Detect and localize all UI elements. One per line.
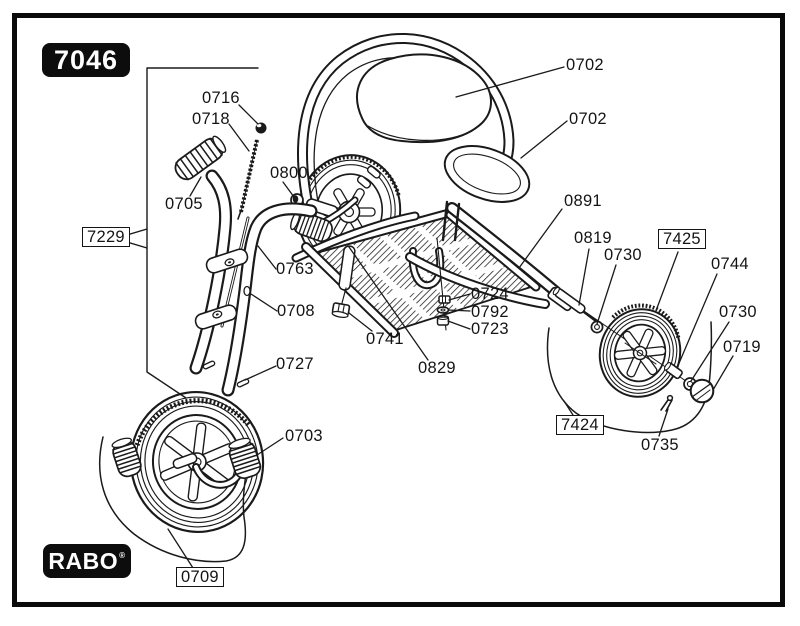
cotter-pin-0735 [660,394,674,412]
part-label-0730-inner: 0730 [604,246,642,264]
group-outline-7424 [546,321,713,434]
axle-rod-0819 [552,286,598,323]
pins-0727 [202,360,250,388]
handlebar-grip-0705 [174,135,227,181]
part-label-0716: 0716 [202,89,240,107]
part-label-0705: 0705 [165,195,203,213]
part-label-0703: 0703 [285,427,323,445]
threaded-rod-0718 [237,139,259,220]
brand-name: RABO [48,547,119,574]
part-label-0800: 0800 [270,164,308,182]
group-label-7425: 7425 [658,229,706,249]
frame-assembly-drawing [290,32,575,338]
part-label-0727: 0727 [276,355,314,373]
brand-logo-badge: RABO® [43,544,131,578]
stud-part-0708 [243,285,251,297]
part-label-0741: 0741 [366,330,404,348]
spacer-0744 [663,361,683,380]
seat [356,53,531,242]
crank-stubs [356,165,381,189]
underframe-fasteners [331,237,451,331]
part-label-0730-outer: 0730 [719,303,757,321]
part-label-0792: 0792 [471,303,509,321]
leader-lines [167,66,734,569]
stem-clamp-upper [205,248,249,274]
pedal-right-0703 [228,437,262,480]
rear-axle-parts-drawing [552,286,715,412]
model-number: 7046 [53,44,119,75]
part-label-0723: 0723 [471,320,509,338]
part-label-0735: 0735 [641,436,679,454]
part-label-0718: 0718 [192,110,230,128]
part-label-0724: 0724 [471,285,509,303]
group-outline-0709 [98,436,248,563]
rear-wheel-7425 [598,303,682,398]
part-label-0829: 0829 [418,359,456,377]
registered-trademark-mark: ® [119,550,126,560]
part-label-0702-seatback: 0702 [566,56,604,74]
ball-nut-0716 [255,122,267,134]
hub-cap-0719 [689,378,715,404]
front-wheel-drawing [111,390,265,534]
model-number-badge: 7046 [42,43,130,77]
group-boundary-7229 [126,67,259,399]
part-label-0719: 0719 [723,338,761,356]
part-label-0702-seat: 0702 [569,110,607,128]
group-label-0709: 0709 [176,567,224,587]
part-label-0891: 0891 [564,192,602,210]
steering-assembly-drawing [174,122,318,397]
group-label-7424: 7424 [556,415,604,435]
stem-clamp-lower [194,304,238,330]
part-label-0763: 0763 [276,260,314,278]
part-label-0708: 0708 [277,302,315,320]
washer-0730-inner [590,320,604,334]
part-label-0744: 0744 [711,255,749,273]
pedal-left [111,437,142,478]
part-label-0819: 0819 [574,229,612,247]
group-label-7229: 7229 [82,227,130,247]
